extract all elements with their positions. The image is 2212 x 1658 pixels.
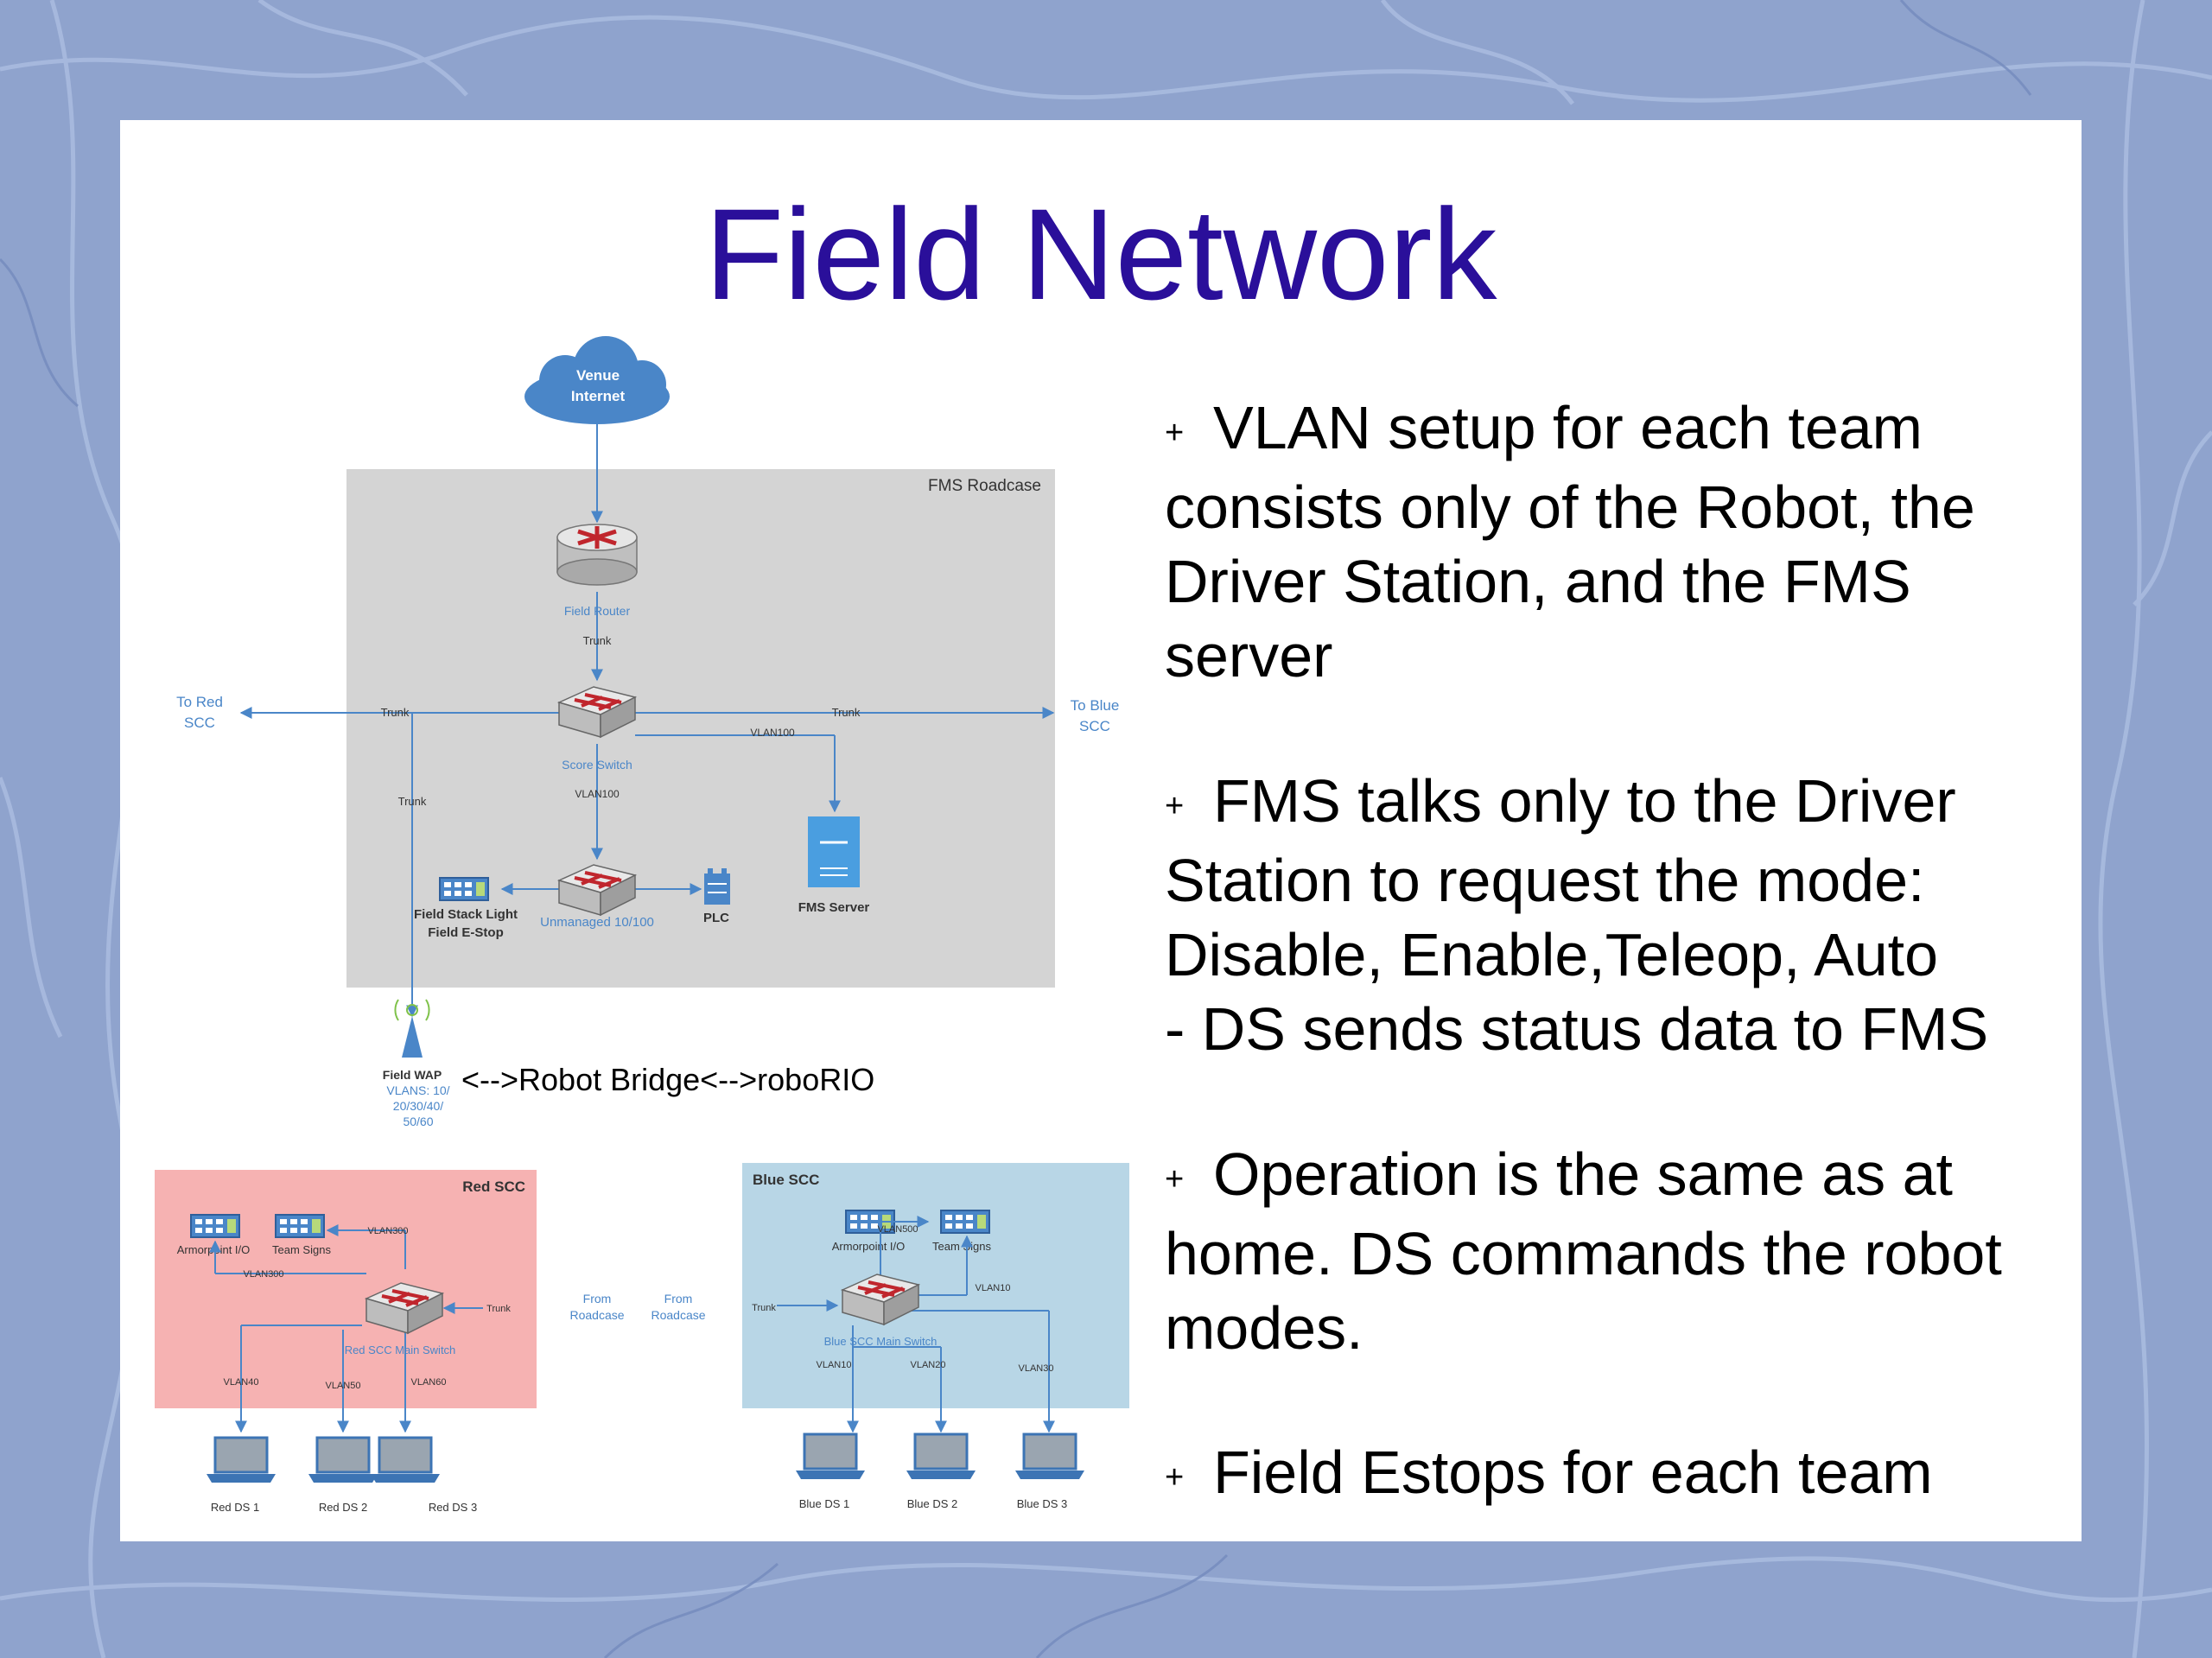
fms-server-label: FMS Server — [798, 900, 870, 915]
plc-icon — [704, 868, 730, 905]
robot-bridge-label: <-->Robot Bridge<-->roboRIO — [461, 1062, 875, 1097]
bullet-plus-icon: + — [1165, 787, 1185, 824]
red-vlan-1-label: VLAN40 — [224, 1377, 259, 1388]
red-from-roadcase-2: Roadcase — [569, 1308, 624, 1322]
red-scc-label: Red SCC — [462, 1178, 525, 1195]
slide: FMS Roadcase Venue Internet — [120, 120, 2082, 1541]
red-vlan-2-label: VLAN50 — [326, 1381, 361, 1391]
cloud-icon — [524, 336, 670, 424]
to-red-label-1: To Red — [176, 694, 223, 710]
bullet-operation: +Operation is the same as at home. DS co… — [1165, 1137, 2081, 1365]
vlan100-label-b: VLAN100 — [750, 727, 795, 739]
wap-icon — [394, 999, 430, 1058]
red-trunk-label: Trunk — [486, 1304, 511, 1314]
blue-ds-2-label: Blue DS 2 — [907, 1497, 958, 1510]
router-icon — [556, 524, 638, 586]
cloud-label-2: Internet — [571, 388, 626, 404]
trunk-label-right: Trunk — [832, 706, 861, 719]
to-red-label-2: SCC — [184, 715, 215, 731]
red-armorpoint-icon — [190, 1214, 240, 1238]
bullet-plus-icon: + — [1165, 1160, 1185, 1197]
blue-ds-1-label: Blue DS 1 — [799, 1497, 850, 1510]
bullet-continuation: - DS sends status data to FMS — [1165, 994, 1989, 1063]
blue-vlan-switch-label: VLAN500 — [877, 1224, 918, 1235]
blue-team-signs-label: Team Signs — [932, 1240, 991, 1253]
red-team-signs-icon — [275, 1214, 325, 1238]
blue-scc-area — [742, 1163, 1129, 1408]
field-wap-label-3: 20/30/40/ — [393, 1099, 443, 1113]
bullet-text: FMS talks only to the Driver Station to … — [1165, 767, 1956, 988]
fms-roadcase-area — [346, 469, 1055, 988]
plc-label: PLC — [703, 911, 729, 925]
stack-light-label-2: Field E-Stop — [428, 925, 504, 940]
blue-trunk-label: Trunk — [752, 1303, 776, 1313]
red-vlan-3-label: VLAN60 — [411, 1377, 447, 1388]
red-from-roadcase-1: From — [583, 1292, 612, 1305]
red-ds-2-laptop-icon — [307, 1436, 379, 1484]
red-ds-3-laptop-icon — [369, 1436, 442, 1484]
to-blue-label-2: SCC — [1079, 718, 1110, 734]
blue-ds-3-label: Blue DS 3 — [1017, 1497, 1068, 1510]
blue-ds-3-laptop-icon — [1014, 1432, 1086, 1481]
bullet-plus-icon: + — [1165, 1458, 1185, 1496]
red-ds-3-label: Red DS 3 — [429, 1501, 477, 1514]
bullet-vlan-setup: +VLAN setup for each team consists only … — [1165, 391, 2081, 693]
server-icon — [808, 816, 860, 887]
blue-team-signs-icon — [940, 1210, 990, 1234]
blue-vlan-mid-label: VLAN10 — [976, 1283, 1011, 1293]
red-armorpoint-label: Armorpoint I/O — [177, 1243, 251, 1256]
field-wap-label-4: 50/60 — [403, 1115, 433, 1128]
trunk-label-left: Trunk — [381, 706, 410, 719]
slide-title: Field Network — [704, 181, 1497, 327]
fms-roadcase-label: FMS Roadcase — [928, 477, 1041, 495]
vlan100-label-a: VLAN100 — [575, 788, 620, 800]
blue-armorpoint-label: Armorpoint I/O — [832, 1240, 906, 1253]
red-ds-1-laptop-icon — [205, 1436, 277, 1484]
red-ds-1-label: Red DS 1 — [211, 1501, 259, 1514]
cloud-label-1: Venue — [576, 367, 620, 384]
field-wap-label-1: Field WAP — [383, 1068, 442, 1082]
red-vlan-armor-label: VLAN300 — [243, 1269, 283, 1280]
blue-vlan-1-label: VLAN10 — [817, 1360, 852, 1370]
to-blue-label-1: To Blue — [1071, 697, 1120, 714]
blue-scc-label: Blue SCC — [753, 1172, 819, 1188]
blue-vlan-3-label: VLAN30 — [1019, 1363, 1054, 1374]
blue-from-roadcase-2: Roadcase — [651, 1308, 705, 1322]
bullet-field-estops: + Field Estops for each team — [1165, 1435, 2081, 1515]
score-switch-label: Score Switch — [562, 758, 632, 772]
bullet-text: Field Estops for each team — [1213, 1439, 1933, 1506]
blue-from-roadcase-1: From — [664, 1292, 693, 1305]
red-main-switch-label: Red SCC Main Switch — [345, 1344, 456, 1356]
trunk-label-router: Trunk — [583, 634, 612, 647]
bullet-plus-icon: + — [1165, 414, 1185, 451]
red-vlan-switch-label: VLAN300 — [367, 1226, 408, 1236]
bullet-text: Operation is the same as at home. DS com… — [1165, 1140, 2002, 1362]
trunk-label-vertical: Trunk — [398, 795, 427, 808]
blue-main-switch-label: Blue SCC Main Switch — [824, 1335, 938, 1348]
stack-light-label-1: Field Stack Light — [414, 907, 518, 922]
bullet-text: VLAN setup for each team consists only o… — [1165, 394, 1975, 689]
blue-ds-1-laptop-icon — [794, 1432, 867, 1481]
field-router-label: Field Router — [564, 604, 631, 618]
red-scc-area — [155, 1170, 537, 1408]
red-ds-2-label: Red DS 2 — [319, 1501, 367, 1514]
red-team-signs-label: Team Signs — [272, 1243, 331, 1256]
bullet-fms-talks: +FMS talks only to the Driver Station to… — [1165, 764, 2081, 1066]
network-diagram: FMS Roadcase Venue Internet — [155, 336, 1129, 1514]
field-wap-label-2: VLANS: 10/ — [386, 1083, 449, 1097]
blue-vlan-2-label: VLAN20 — [911, 1360, 946, 1370]
unmanaged-label: Unmanaged 10/100 — [540, 915, 654, 930]
stack-light-icon — [439, 877, 489, 901]
blue-ds-2-laptop-icon — [905, 1432, 977, 1481]
